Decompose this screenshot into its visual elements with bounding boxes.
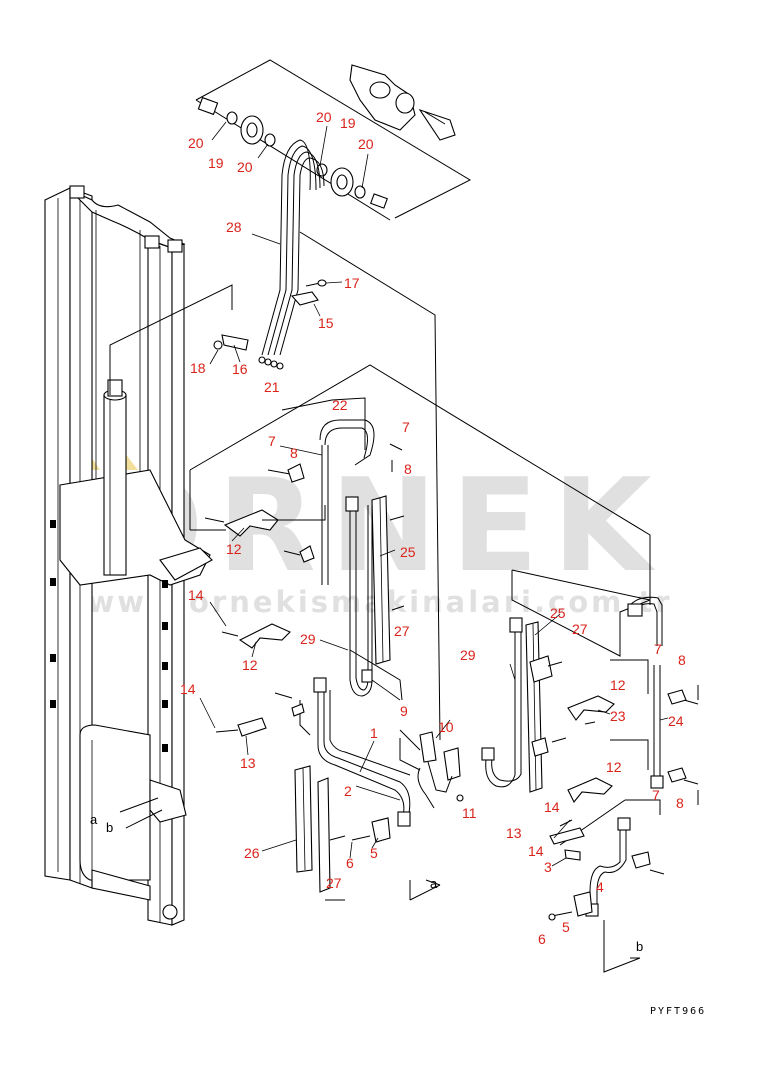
callout-3: 3 (544, 859, 552, 875)
callout-24: 24 (668, 713, 684, 729)
hose-group-lower (215, 649, 464, 901)
callout-18: 18 (190, 360, 206, 376)
callout-20: 20 (188, 135, 204, 151)
callout-27: 27 (394, 623, 410, 639)
callout-20: 20 (358, 136, 374, 152)
callout-12: 12 (610, 677, 626, 693)
hose-group-bottom-right (548, 799, 665, 973)
callout-8: 8 (676, 795, 684, 811)
callout-21: 21 (264, 379, 280, 395)
callout-8: 8 (404, 461, 412, 477)
callout-6: 6 (538, 931, 546, 947)
callout-27: 27 (572, 621, 588, 637)
callout-4: 4 (596, 879, 604, 895)
callout-12: 12 (242, 657, 258, 673)
callout-8: 8 (678, 652, 686, 668)
callout-7: 7 (652, 787, 660, 803)
callout-13: 13 (240, 755, 256, 771)
fitting-parts-upper (213, 279, 327, 351)
callout-23: 23 (610, 708, 626, 724)
marker-b-right: b (636, 939, 643, 954)
callout-10: 10 (438, 719, 454, 735)
callout-15: 15 (318, 315, 334, 331)
callout-11: 11 (462, 805, 477, 821)
hose-bundle-21 (109, 139, 441, 741)
callout-25: 25 (400, 544, 416, 560)
callout-1: 1 (370, 725, 378, 741)
callout-27: 27 (326, 875, 342, 891)
drawing-code: PYFT966 (650, 1006, 706, 1017)
callout-29: 29 (300, 631, 316, 647)
callout-16: 16 (232, 361, 248, 377)
callout-22: 22 (332, 397, 348, 413)
callout-14: 14 (528, 843, 544, 859)
callout-19: 19 (208, 155, 224, 171)
callout-8: 8 (290, 445, 298, 461)
callout-7: 7 (268, 433, 276, 449)
callout-26: 26 (244, 845, 260, 861)
callout-9: 9 (400, 703, 408, 719)
callout-7: 7 (654, 641, 662, 657)
callout-numbers: 20 19 20 20 19 20 28 17 15 18 16 21 22 7… (180, 109, 686, 947)
callout-17: 17 (344, 275, 360, 291)
callout-6: 6 (346, 855, 354, 871)
callout-28: 28 (226, 219, 242, 235)
marker-a-right: a (430, 876, 438, 891)
reference-marks: a b a b (90, 797, 643, 954)
marker-a-left: a (90, 812, 98, 827)
callout-13: 13 (506, 825, 522, 841)
callout-14: 14 (180, 681, 196, 697)
callout-5: 5 (370, 845, 378, 861)
callout-7: 7 (402, 419, 410, 435)
callout-20: 20 (237, 159, 253, 175)
callout-12: 12 (606, 759, 622, 775)
hose-group-right (481, 569, 699, 805)
hose-group-22 (189, 364, 651, 697)
callout-14: 14 (544, 799, 560, 815)
callout-2: 2 (344, 783, 352, 799)
pulley-assembly (195, 59, 472, 221)
callout-29: 29 (460, 647, 476, 663)
callout-25: 25 (550, 605, 566, 621)
callout-5: 5 (562, 919, 570, 935)
mast-frame (44, 185, 213, 926)
callout-20: 20 (316, 109, 332, 125)
callout-12: 12 (226, 541, 242, 557)
leader-lines (199, 121, 669, 867)
callout-14: 14 (188, 587, 204, 603)
marker-b-left: b (106, 820, 113, 835)
callout-19: 19 (340, 115, 356, 131)
